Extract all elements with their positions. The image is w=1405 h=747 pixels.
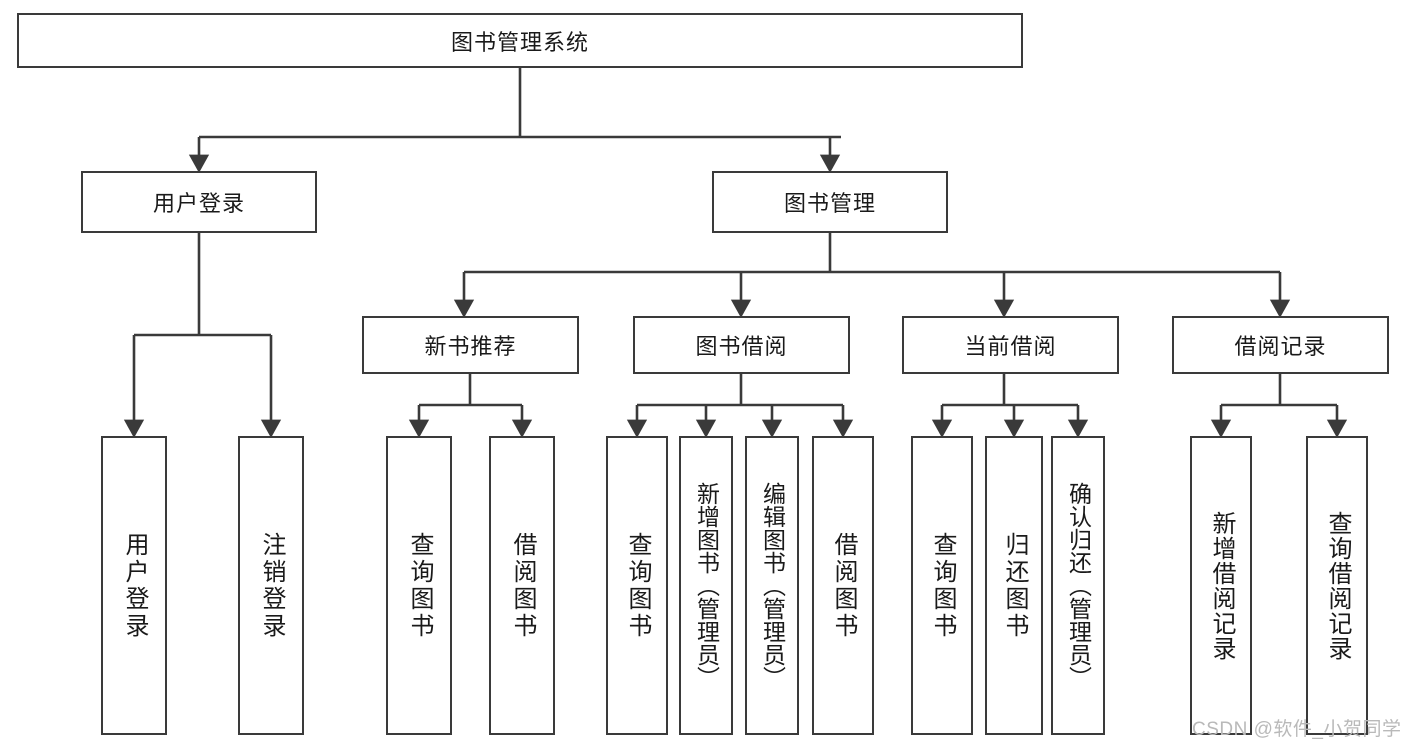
node-book-borrow-label: 图书借阅 — [695, 334, 788, 359]
leaf-query-book-current[interactable]: 查询图书 — [911, 436, 973, 735]
node-borrow-record-label: 借阅记录 — [1234, 334, 1327, 359]
leaf-edit-book-admin[interactable]: 编辑图书（管理员） — [745, 436, 799, 735]
node-book-management[interactable]: 图书管理 — [712, 171, 948, 233]
leaf-add-borrow-record[interactable]: 新增借阅记录 — [1190, 436, 1252, 735]
leaf-user-login-label: 用户登录 — [121, 531, 148, 640]
node-book-management-label: 图书管理 — [783, 191, 876, 216]
leaf-user-login[interactable]: 用户登录 — [101, 436, 167, 735]
leaf-add-borrow-record-label: 新增借阅记录 — [1208, 510, 1235, 661]
leaf-return-book-label: 归还图书 — [1001, 531, 1028, 640]
leaf-logout-label: 注销登录 — [258, 531, 285, 640]
leaf-borrow-book-recommend-label: 借阅图书 — [509, 531, 536, 640]
node-root-system[interactable]: 图书管理系统 — [17, 13, 1023, 68]
node-book-borrow[interactable]: 图书借阅 — [633, 316, 850, 374]
csdn-watermark: CSDN @软件_小贺同学 — [1192, 719, 1402, 740]
leaf-confirm-return-admin[interactable]: 确认归还（管理员） — [1051, 436, 1105, 735]
leaf-query-borrow-record[interactable]: 查询借阅记录 — [1306, 436, 1368, 735]
leaf-borrow-book-borrow-label: 借阅图书 — [830, 531, 857, 640]
node-user-login-label: 用户登录 — [152, 191, 245, 216]
leaf-add-book-admin[interactable]: 新增图书（管理员） — [679, 436, 733, 735]
leaf-query-borrow-record-label: 查询借阅记录 — [1324, 510, 1351, 661]
leaf-query-book-borrow-label: 查询图书 — [624, 531, 651, 640]
node-borrow-record[interactable]: 借阅记录 — [1172, 316, 1389, 374]
node-new-book-recommend-label: 新书推荐 — [424, 334, 517, 359]
node-user-login[interactable]: 用户登录 — [81, 171, 317, 233]
leaf-logout[interactable]: 注销登录 — [238, 436, 304, 735]
leaf-borrow-book-borrow[interactable]: 借阅图书 — [812, 436, 874, 735]
node-current-borrow-label: 当前借阅 — [964, 334, 1057, 359]
node-current-borrow[interactable]: 当前借阅 — [902, 316, 1119, 374]
leaf-return-book[interactable]: 归还图书 — [985, 436, 1043, 735]
node-root-label: 图书管理系统 — [450, 29, 589, 55]
leaf-query-book-current-label: 查询图书 — [929, 531, 956, 640]
node-new-book-recommend[interactable]: 新书推荐 — [362, 316, 579, 374]
leaf-add-book-admin-label: 新增图书（管理员） — [693, 482, 720, 689]
leaf-query-book-recommend[interactable]: 查询图书 — [386, 436, 452, 735]
leaf-query-book-recommend-label: 查询图书 — [406, 531, 433, 640]
leaf-query-book-borrow[interactable]: 查询图书 — [606, 436, 668, 735]
leaf-borrow-book-recommend[interactable]: 借阅图书 — [489, 436, 555, 735]
leaf-confirm-return-admin-label: 确认归还（管理员） — [1065, 482, 1092, 689]
leaf-edit-book-admin-label: 编辑图书（管理员） — [759, 482, 786, 689]
